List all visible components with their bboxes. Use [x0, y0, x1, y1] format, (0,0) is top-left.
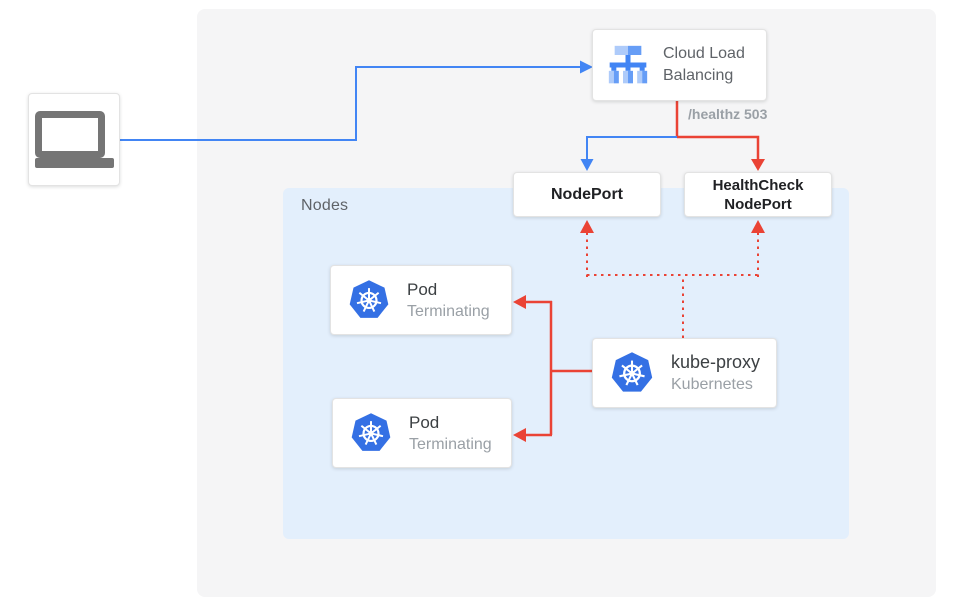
kube-proxy-subtitle: Kubernetes [671, 376, 753, 393]
pod2-title: Pod [409, 413, 440, 432]
pod2-label: Pod Terminating [409, 411, 492, 455]
cloud-load-balancing-node: Cloud Load Balancing [592, 29, 767, 101]
nodeport-label: NodePort [551, 185, 623, 203]
kube-proxy-title: kube-proxy [671, 352, 761, 372]
kube-proxy-node: kube-proxy Kubernetes [592, 338, 777, 408]
cloud-load-balancing-label: Cloud Load Balancing [663, 45, 745, 84]
pod1-status: Terminating [407, 303, 490, 320]
pod2-node: Pod Terminating [332, 398, 512, 468]
kubernetes-icon [609, 350, 655, 396]
laptop-icon [34, 111, 114, 168]
kubernetes-icon [349, 411, 393, 455]
cloud-load-balancing-icon [603, 40, 653, 90]
healthcheck-nodeport-label: HealthCheck NodePort [712, 176, 804, 213]
kube-proxy-label: kube-proxy Kubernetes [671, 351, 760, 395]
nodes-group-label: Nodes [301, 197, 349, 214]
healthcheck-nodeport-node: HealthCheck NodePort [684, 172, 832, 217]
pod1-node: Pod Terminating [330, 265, 512, 335]
nodeport-node: NodePort [513, 172, 661, 217]
pod1-title: Pod [407, 280, 438, 299]
pod2-status: Terminating [409, 436, 492, 453]
healthz-status-label: /healthz 503 [688, 106, 768, 122]
pod1-label: Pod Terminating [407, 278, 490, 322]
client-node [28, 93, 120, 186]
kubernetes-icon [347, 278, 391, 322]
